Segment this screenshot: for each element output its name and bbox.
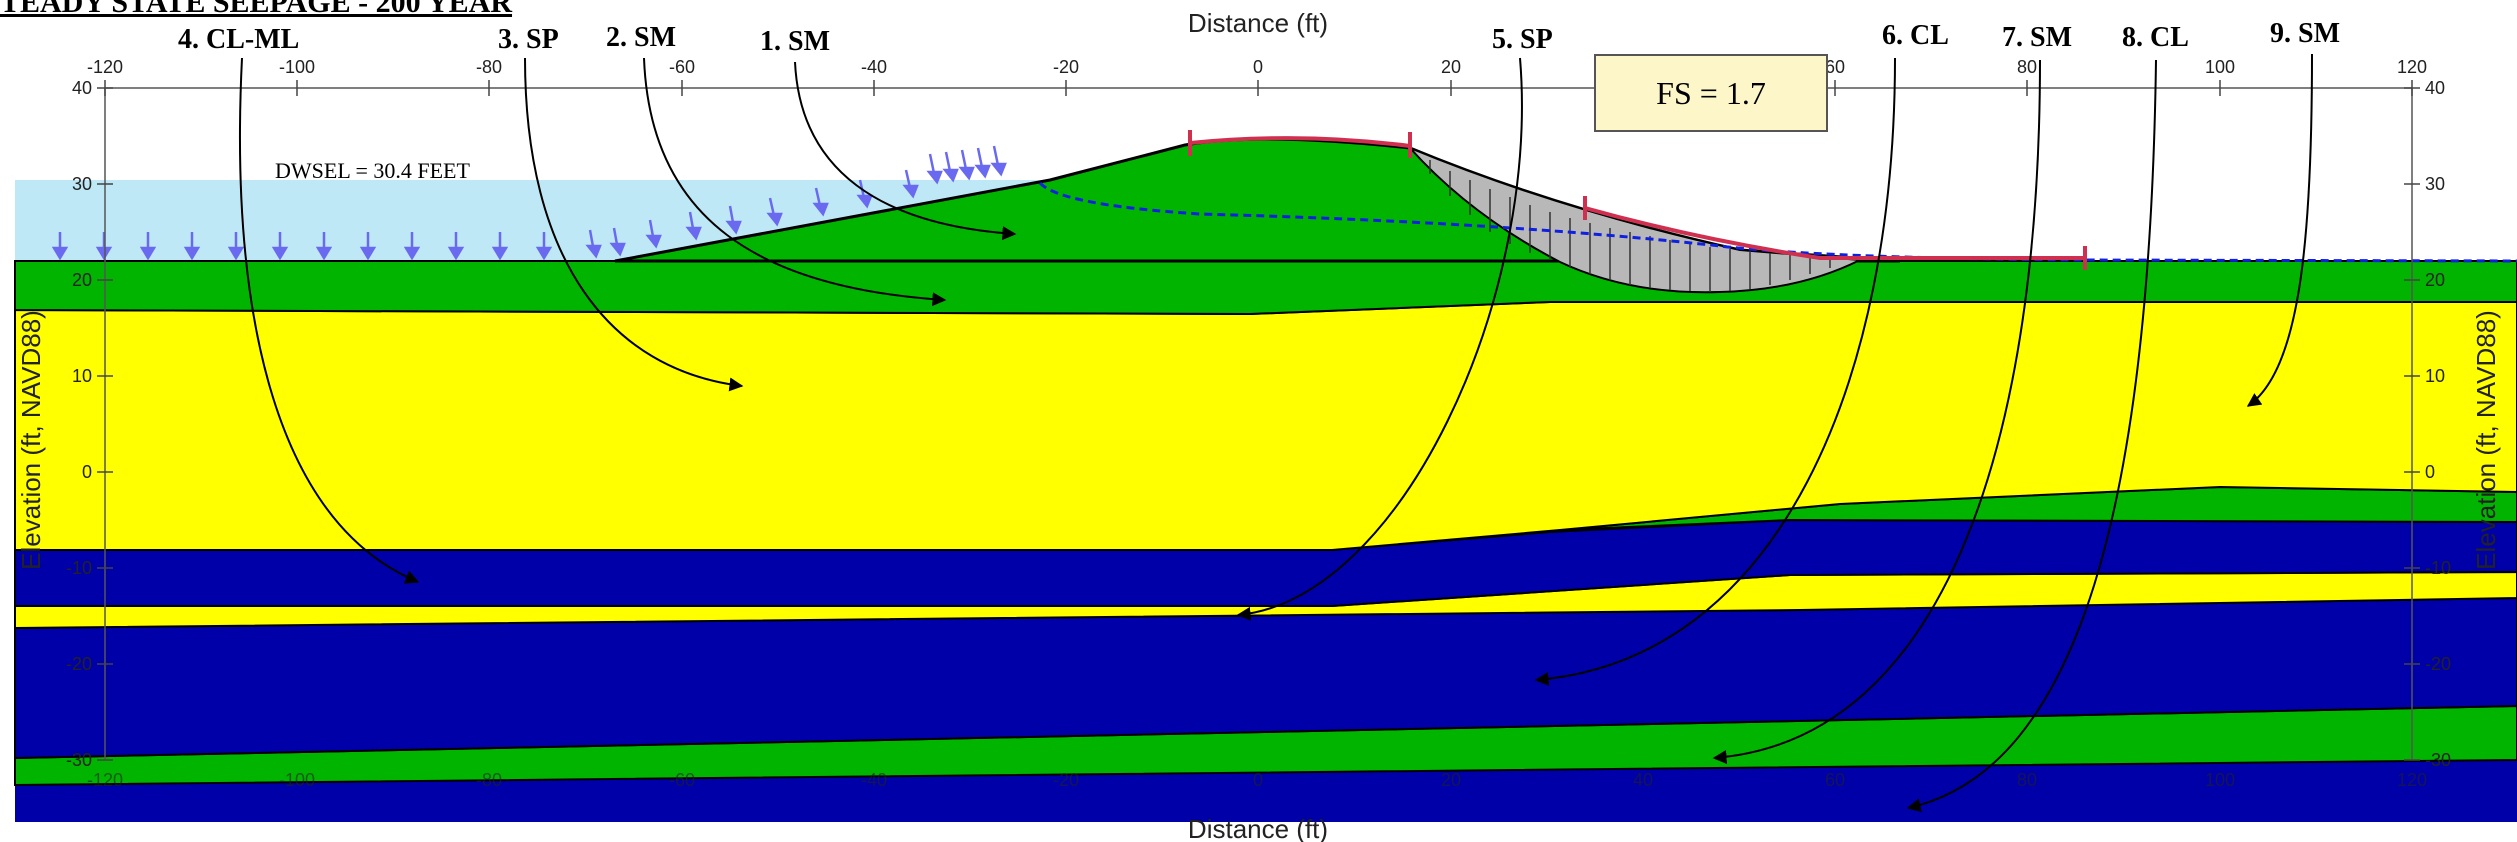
leader-arrow-6 [1534, 57, 1896, 686]
material-label-2: 2. SM [606, 22, 676, 53]
leader-arrow-4 [239, 57, 420, 584]
factor-of-safety-value: FS = 1.7 [1656, 75, 1766, 111]
leader-arrow-3 [524, 57, 744, 392]
x-tick-label-bottom: 20 [1441, 770, 1461, 790]
y-tick-label: -20 [66, 654, 92, 674]
x-tick-label: 100 [2205, 57, 2235, 77]
x-tick-label: 20 [1441, 57, 1461, 77]
x-tick-label: 60 [1825, 57, 1845, 77]
y-tick-label: -10 [66, 558, 92, 578]
y-axis-title-left: Elevation (ft, NAVD88) [16, 310, 46, 570]
x-axis-title-bottom: Distance (ft) [1188, 814, 1328, 842]
y-tick-label: 0 [82, 462, 92, 482]
water-surface-label: DWSEL = 30.4 FEET [275, 158, 470, 183]
material-label-6: 6. CL [1882, 20, 1949, 51]
y-tick-label: -30 [66, 750, 92, 770]
x-tick-label-bottom: 120 [2397, 770, 2427, 790]
factor-of-safety-box [1594, 54, 1828, 132]
x-tick-labels-top: -120 -100 -80 -60 -40 -20 0 20 40 60 80 … [87, 57, 2427, 77]
y-tick-label-right: -30 [2425, 750, 2451, 770]
y-tick-label: 40 [72, 78, 92, 98]
x-tick-label: -60 [669, 57, 695, 77]
y-axis-title-right: Elevation (ft, NAVD88) [2471, 310, 2501, 570]
x-tick-labels-bottom: -120 -100 -80 -60 -40 -20 0 20 40 60 80 … [87, 770, 2427, 790]
x-tick-label: -20 [1053, 57, 1079, 77]
y-tick-label: 20 [72, 270, 92, 290]
x-tick-label-bottom: -40 [861, 770, 887, 790]
leader-arrow-8 [1906, 59, 2157, 813]
material-label-9: 9. SM [2270, 18, 2340, 49]
x-tick-label: -100 [279, 57, 315, 77]
leader-arrow-5 [1236, 57, 1523, 621]
x-tick-label-bottom: 100 [2205, 770, 2235, 790]
x-tick-label-bottom: 40 [1633, 770, 1653, 790]
x-tick-label-bottom: -60 [669, 770, 695, 790]
y-tick-label-right: 30 [2425, 174, 2445, 194]
x-tick-label-bottom: -120 [87, 770, 123, 790]
sliding-mass [1409, 147, 1864, 294]
slice-lines [1429, 160, 1831, 292]
header-text: TEADY STATE SEEPAGE - 200 YEAR [0, 0, 512, 19]
x-tick-label-bottom: 80 [2017, 770, 2037, 790]
material-label-5: 5. SP [1492, 24, 1553, 55]
slip-surface-markers [1188, 130, 2087, 270]
x-tick-label: -120 [87, 57, 123, 77]
material-label-4: 4. CL-ML [178, 24, 299, 55]
reservoir-water [15, 180, 1050, 261]
x-tick-label: 80 [2017, 57, 2037, 77]
x-tick-label: -80 [476, 57, 502, 77]
y-tick-labels-left: 40 30 20 10 0 -10 -20 -30 [66, 78, 92, 770]
y-tick-label-right: 20 [2425, 270, 2445, 290]
y-tick-label-right: 10 [2425, 366, 2445, 386]
leader-arrow-2 [643, 57, 947, 307]
material-label-7: 7. SM [2002, 22, 2072, 53]
y-tick-labels-right: 40 30 20 10 0 -10 -20 -30 [2425, 78, 2451, 770]
leader-arrow-1 [794, 61, 1017, 241]
y-tick-label-right: -10 [2425, 558, 2451, 578]
y-tick-label-right: 40 [2425, 78, 2445, 98]
leader-arrows [239, 53, 2313, 813]
material-label-3: 3. SP [498, 24, 559, 55]
x-tick-label-bottom: 0 [1253, 770, 1263, 790]
x-tick-label-bottom: 60 [1825, 770, 1845, 790]
y-tick-label: 10 [72, 366, 92, 386]
y-tick-label-right: -20 [2425, 654, 2451, 674]
x-tick-label: 0 [1253, 57, 1263, 77]
x-tick-label: 120 [2397, 57, 2427, 77]
x-axis-title-top: Distance (ft) [1188, 8, 1328, 38]
material-label-8: 8. CL [2122, 22, 2189, 53]
layer-clay-bottom [15, 760, 2517, 822]
x-tick-label-bottom: -20 [1053, 770, 1079, 790]
x-tick-label-bottom: -100 [279, 770, 315, 790]
layer-foundation-silty-sand [14, 260, 2517, 316]
y-ticks [97, 87, 2420, 761]
water-load-arrows [51, 145, 1007, 261]
y-tick-label: 30 [72, 174, 92, 194]
leader-arrow-7 [1712, 59, 2041, 765]
x-tick-label-bottom: -80 [476, 770, 502, 790]
x-tick-label: -40 [861, 57, 887, 77]
leader-arrow-9 [2246, 53, 2313, 407]
material-label-1: 1. SM [760, 26, 830, 57]
y-tick-label-right: 0 [2425, 462, 2435, 482]
